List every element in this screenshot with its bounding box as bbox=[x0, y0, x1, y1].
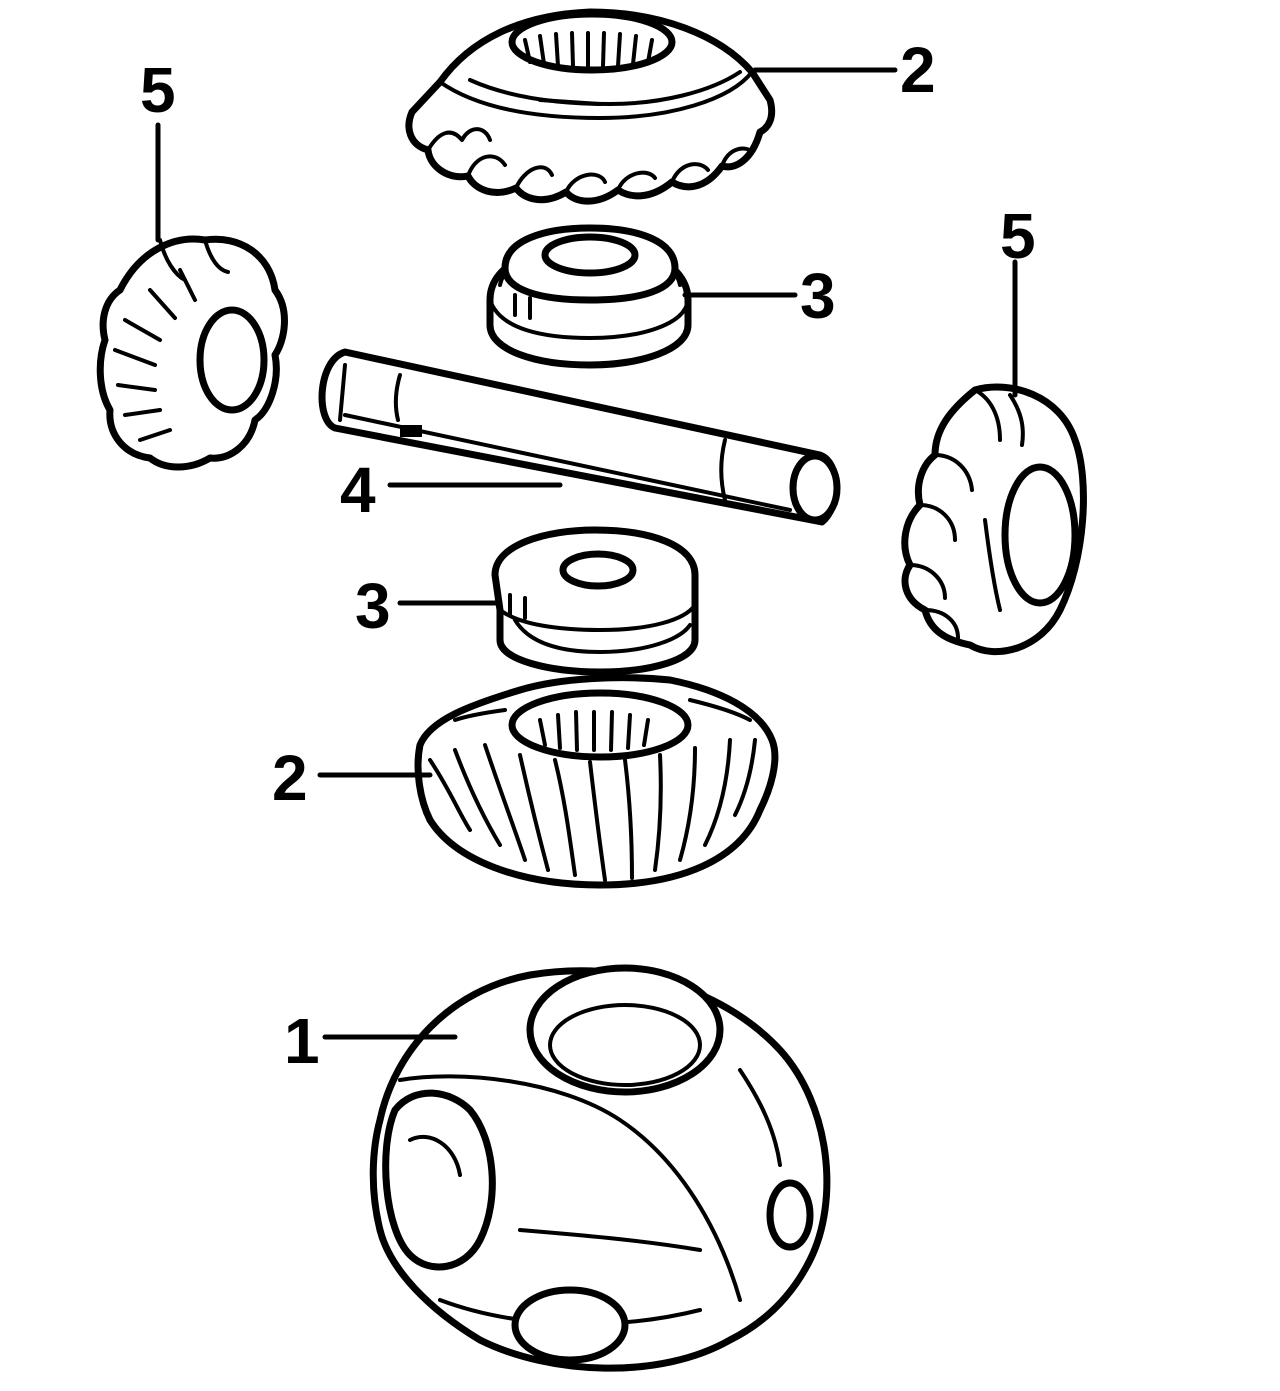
thrust-washer-bottom bbox=[491, 526, 699, 676]
callout-3-top: 3 bbox=[800, 260, 836, 332]
callout-2-bottom: 2 bbox=[272, 742, 308, 814]
callout-3-bottom: 3 bbox=[355, 570, 391, 642]
pinion-gear-right bbox=[901, 383, 1087, 656]
side-gear-top bbox=[405, 8, 776, 205]
callout-1: 1 bbox=[284, 1005, 320, 1077]
callout-2-top: 2 bbox=[900, 34, 936, 106]
thrust-washer-top bbox=[486, 224, 692, 369]
pinion-gear-left bbox=[96, 235, 288, 471]
callout-5-left: 5 bbox=[140, 54, 176, 126]
differential-housing bbox=[369, 964, 831, 1372]
pinion-shaft bbox=[318, 348, 841, 526]
side-gear-bottom bbox=[414, 674, 779, 889]
callout-5-right: 5 bbox=[1000, 200, 1036, 272]
callout-4: 4 bbox=[340, 454, 376, 526]
